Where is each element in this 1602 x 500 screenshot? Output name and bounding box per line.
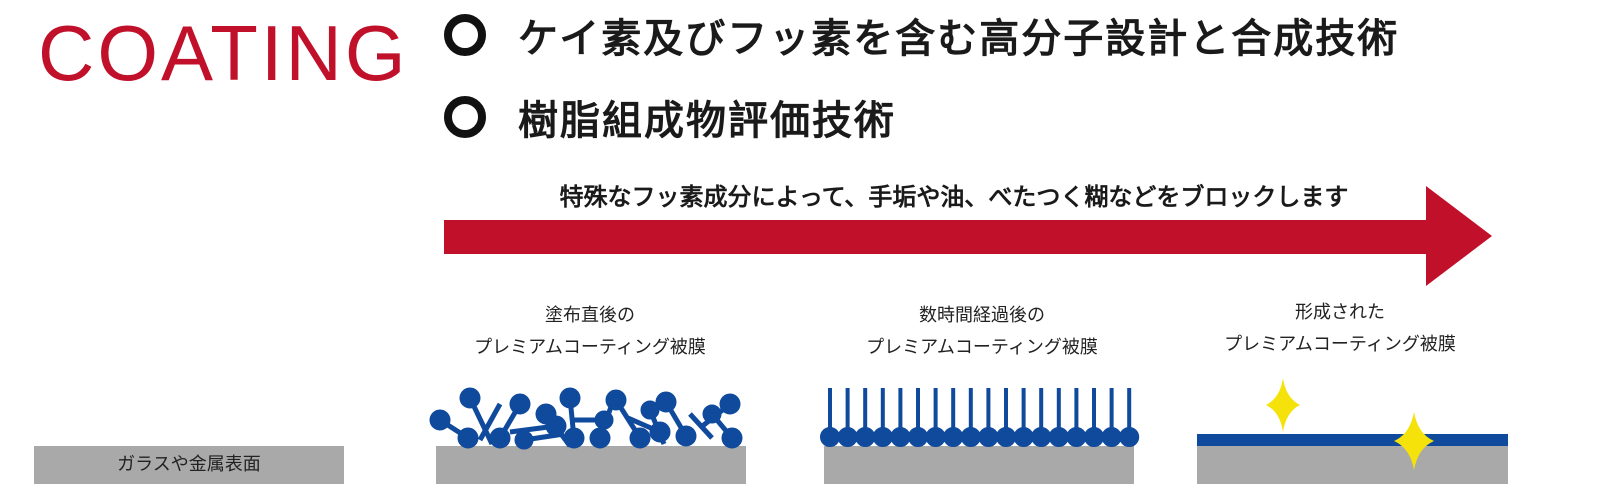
molecule-head bbox=[1066, 427, 1087, 447]
stage-label-line1: 形成された bbox=[1295, 302, 1385, 323]
substrate-stage3 bbox=[1197, 446, 1508, 484]
stage-label-just-applied: 塗布直後の プレミアムコーティング被膜 bbox=[430, 300, 750, 364]
stage-label-after-hours: 数時間経過後の プレミアムコーティング被膜 bbox=[822, 300, 1142, 364]
circle-outline-icon bbox=[444, 96, 486, 138]
feature-item: 樹脂組成物評価技術 bbox=[444, 88, 896, 146]
substrate-stage1 bbox=[436, 446, 746, 484]
coating-film bbox=[1197, 434, 1508, 446]
molecule-head bbox=[943, 427, 964, 447]
molecule-head bbox=[1013, 427, 1034, 447]
molecule-head bbox=[925, 427, 946, 447]
sparkle-icon bbox=[1266, 378, 1300, 432]
circle-outline-icon bbox=[444, 14, 486, 56]
stage-label-line2: プレミアムコーティング被膜 bbox=[866, 337, 1098, 358]
stage-label-line1: 数時間経過後の bbox=[919, 305, 1045, 326]
feature-item: ケイ素及びフッ素を含む高分子設計と合成技術 bbox=[444, 6, 1399, 64]
molecule-head bbox=[872, 427, 893, 447]
molecule-head bbox=[996, 427, 1016, 447]
feature-text: ケイ素及びフッ素を含む高分子設計と合成技術 bbox=[518, 16, 1400, 62]
molecule-head bbox=[1101, 427, 1122, 447]
brand-title: COATING bbox=[38, 9, 409, 97]
molecule-head bbox=[908, 427, 928, 447]
molecule-head bbox=[978, 427, 999, 447]
molecule-head bbox=[960, 427, 981, 447]
stage-label-line1: 塗布直後の bbox=[545, 305, 635, 326]
substrate-label: ガラスや金属表面 bbox=[117, 454, 261, 475]
molecule-head bbox=[820, 427, 840, 447]
stage-label-line2: プレミアムコーティング被膜 bbox=[474, 337, 706, 358]
molecule-head bbox=[1048, 427, 1069, 447]
molecule-head bbox=[890, 427, 911, 447]
substrate-glass-metal: ガラスや金属表面 bbox=[34, 446, 344, 484]
molecule-head bbox=[1084, 427, 1104, 447]
substrate-stage2 bbox=[824, 446, 1134, 484]
molecule-head bbox=[837, 427, 858, 447]
aligned-molecules bbox=[820, 388, 1140, 447]
stage-label-line2: プレミアムコーティング被膜 bbox=[1224, 334, 1456, 355]
molecule-head bbox=[1119, 427, 1140, 447]
molecule-head bbox=[1031, 427, 1052, 447]
feature-text: 樹脂組成物評価技術 bbox=[518, 98, 896, 144]
arrow-caption: 特殊なフッ素成分によって、手垢や油、べたつく糊などをブロックします bbox=[559, 183, 1349, 211]
random-molecules bbox=[429, 387, 743, 450]
molecule-head bbox=[855, 427, 876, 447]
stage-label-formed: 形成された プレミアムコーティング被膜 bbox=[1180, 297, 1500, 361]
